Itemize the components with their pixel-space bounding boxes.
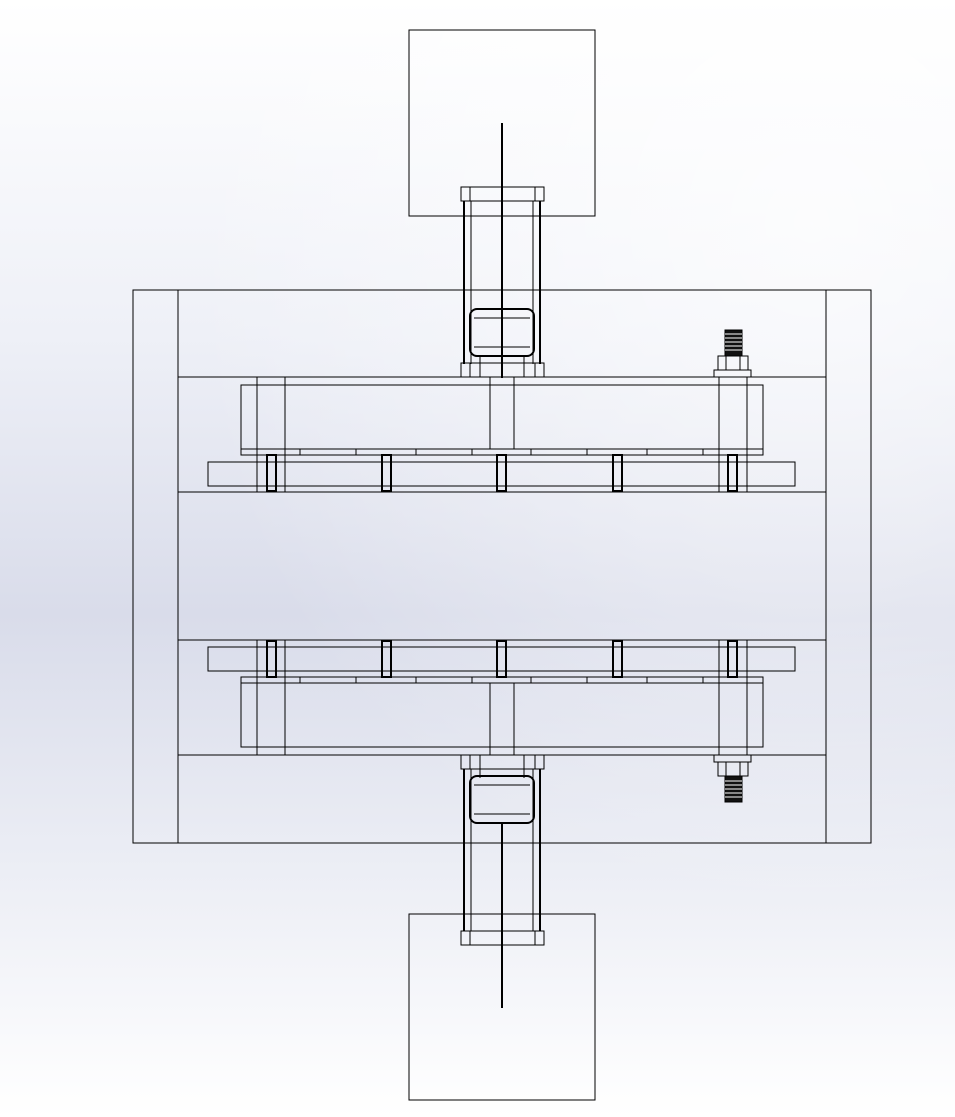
upper-center-hub	[489, 376, 515, 450]
top-motor-assembly	[408, 29, 596, 378]
upper-plate-assembly	[177, 376, 827, 493]
upper-pad-2	[415, 448, 473, 456]
bottom-threaded-bolt	[713, 754, 752, 803]
top-flange	[460, 186, 545, 202]
bottom-upper-flange	[460, 754, 545, 770]
lower-pad-4	[646, 676, 704, 684]
upper-pad-3	[530, 448, 588, 456]
bottom-bolt-washer	[713, 754, 752, 763]
lower-clamp-pins	[266, 640, 738, 678]
lower-right-guide	[718, 639, 748, 756]
upper-clamp-bar	[207, 461, 796, 487]
upper-pressure-plate	[240, 384, 764, 456]
upper-pad-4	[646, 448, 704, 456]
upper-right-guide	[718, 376, 748, 493]
lower-clamp-bar	[207, 646, 796, 672]
lower-left-guide	[256, 639, 286, 756]
lower-pad-1	[299, 676, 357, 684]
bottom-coupling	[469, 775, 535, 824]
top-threaded-bolt	[713, 329, 752, 378]
upper-left-guide	[256, 376, 286, 493]
bottom-motor-box	[408, 913, 596, 1101]
lower-pad-2	[415, 676, 473, 684]
lower-pad-3	[530, 676, 588, 684]
upper-clamp-pins	[266, 454, 738, 492]
bottom-motor-assembly	[408, 754, 596, 1101]
top-bolt-nut	[717, 355, 749, 371]
lower-plate-assembly	[177, 639, 827, 756]
lower-pressure-plate	[240, 676, 764, 748]
upper-pad-1	[299, 448, 357, 456]
top-coupling	[469, 308, 535, 357]
top-bolt-washer	[713, 369, 752, 378]
lower-center-hub	[489, 682, 515, 756]
bottom-bolt-nut	[717, 761, 749, 777]
